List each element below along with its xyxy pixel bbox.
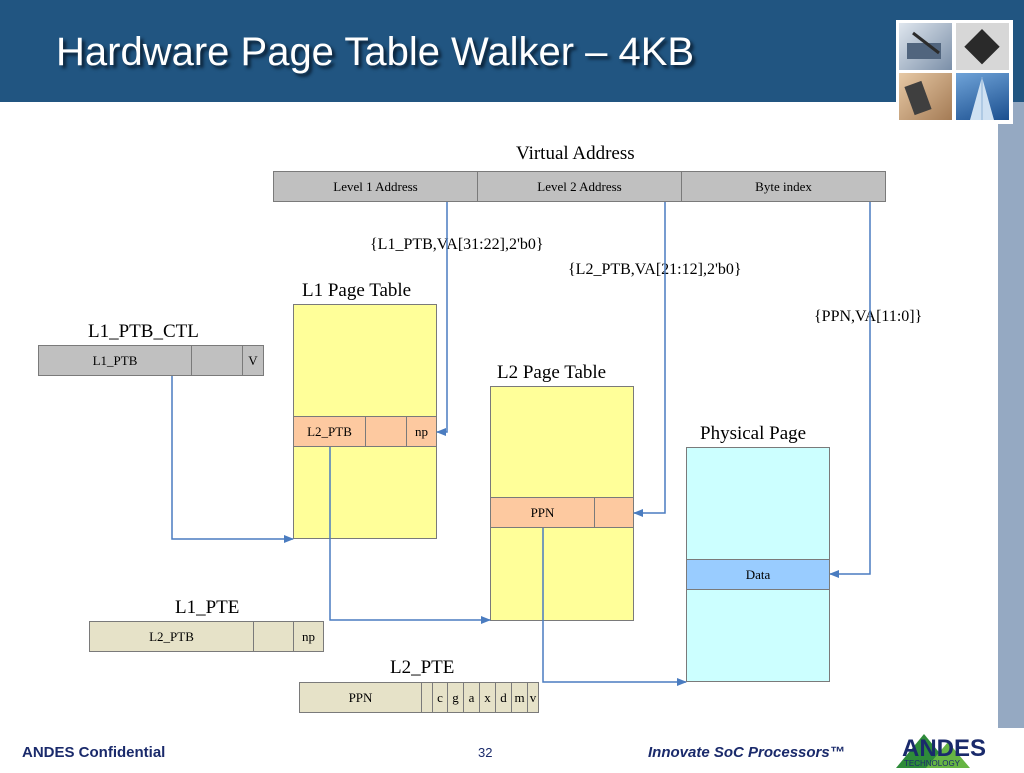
virtual-address-label: Virtual Address — [516, 143, 635, 164]
l1-pte-l2-ptb: L2_PTB — [89, 621, 254, 652]
l1-pte-np: np — [293, 621, 324, 652]
page-number: 32 — [478, 745, 493, 760]
logo-text: ANDES — [902, 735, 986, 762]
phone-photo-icon — [899, 73, 952, 120]
arrow-va-l1-to-l1-entry — [436, 202, 448, 436]
arrow-va-l2-to-l2-entry — [633, 202, 666, 517]
va-level1-field: Level 1 Address — [273, 171, 478, 202]
l1-pte-label: L1_PTE — [175, 597, 240, 618]
side-stripe — [998, 102, 1024, 728]
l2-pte-bit-v: v — [527, 682, 539, 713]
chip-photo-icon — [956, 23, 1009, 70]
photo-collage — [896, 20, 1013, 124]
building-photo-icon — [956, 73, 1009, 120]
l2-page-table-label: L2 Page Table — [497, 362, 607, 383]
confidential-footer: ANDES Confidential — [22, 744, 166, 761]
l2-pte-bit-d: d — [495, 682, 512, 713]
logo-subtext: TECHNOLOGY — [904, 759, 961, 768]
arrow-byte-index-to-data — [829, 202, 871, 578]
va-byte-index-field: Byte index — [681, 171, 886, 202]
va-level2-field: Level 2 Address — [477, 171, 682, 202]
physical-address-formula: {PPN,VA[11:0]} — [814, 308, 923, 325]
l2-entry-flags — [594, 497, 634, 528]
l1-ptb-field: L1_PTB — [38, 345, 192, 376]
l1-entry-np: np — [406, 416, 437, 447]
l2-pte-ppn: PPN — [299, 682, 422, 713]
arrow-ppn-to-physical-page — [542, 528, 687, 686]
stylus-photo-icon — [899, 23, 952, 70]
l1-ptb-ctl-valid-bit: V — [242, 345, 264, 376]
l1-ptb-ctl-label: L1_PTB_CTL — [88, 321, 199, 342]
l1-ptb-ctl-reserved — [191, 345, 243, 376]
andes-logo-icon: ANDES TECHNOLOGY — [896, 728, 996, 768]
l2-pte-label: L2_PTE — [390, 657, 455, 678]
arrow-l1-entry-to-l2-table — [329, 447, 491, 624]
l1-page-table-label: L1 Page Table — [302, 280, 412, 301]
slide-title: Hardware Page Table Walker – 4KB — [56, 30, 695, 74]
l1-entry-l2-ptb: L2_PTB — [293, 416, 366, 447]
l1-pte-reserved — [253, 621, 294, 652]
l2-address-formula: {L2_PTB,VA[21:12],2'b0} — [568, 261, 742, 278]
arrow-ptb-ctl-to-l1-table — [171, 376, 294, 543]
tagline-footer: Innovate SoC Processors™ — [648, 744, 845, 761]
physical-page-label: Physical Page — [700, 423, 807, 444]
title-bar — [0, 0, 1024, 102]
l1-entry-reserved — [365, 416, 407, 447]
l1-address-formula: {L1_PTB,VA[31:22],2'b0} — [370, 236, 544, 253]
